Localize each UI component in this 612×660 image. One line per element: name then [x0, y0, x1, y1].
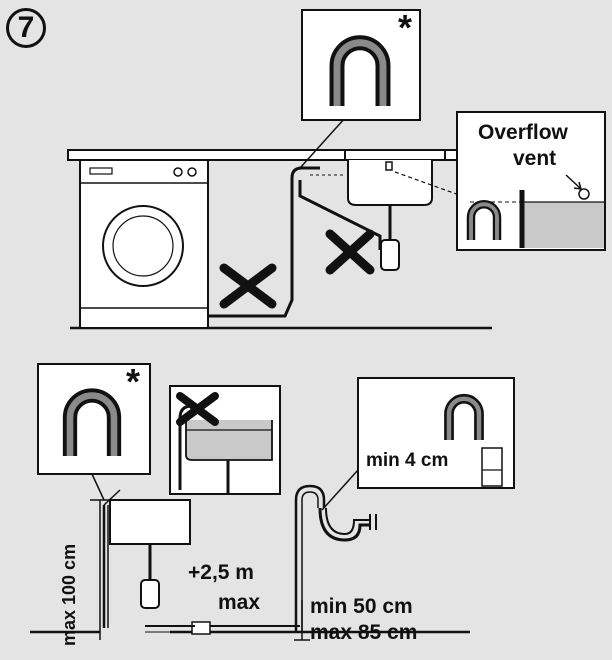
min-50cm-label: min 50 cm [310, 595, 413, 618]
cross-icon [325, 229, 375, 275]
hose-callout-bottom [37, 363, 151, 475]
cross-icon [219, 263, 277, 309]
min-4cm-label: min 4 cm [366, 450, 449, 471]
top-scene [67, 9, 606, 330]
overflow-vent-label-2: vent [513, 147, 557, 170]
hose-callout-top [301, 9, 421, 121]
max-100cm-label: max 100 cm [59, 543, 79, 646]
bottom-scene [30, 363, 515, 641]
max-label: max [218, 591, 261, 614]
drain-hose-top [208, 166, 320, 318]
siphon-pipe [298, 180, 382, 250]
sink-bottom-icon [109, 499, 191, 609]
overflow-vent-label-1: Overflow [478, 121, 568, 144]
max-85cm-label: max 85 cm [310, 621, 418, 644]
water-fill [522, 202, 604, 248]
asterisk-bottom: * [126, 361, 141, 402]
plus-2-5m-label: +2,5 m [188, 561, 254, 584]
step-number-badge: 7 [6, 8, 46, 48]
washing-machine-icon [79, 159, 209, 329]
asterisk-top: * [398, 7, 413, 48]
sink-top-icon [344, 149, 446, 271]
cross-icon [176, 392, 219, 426]
